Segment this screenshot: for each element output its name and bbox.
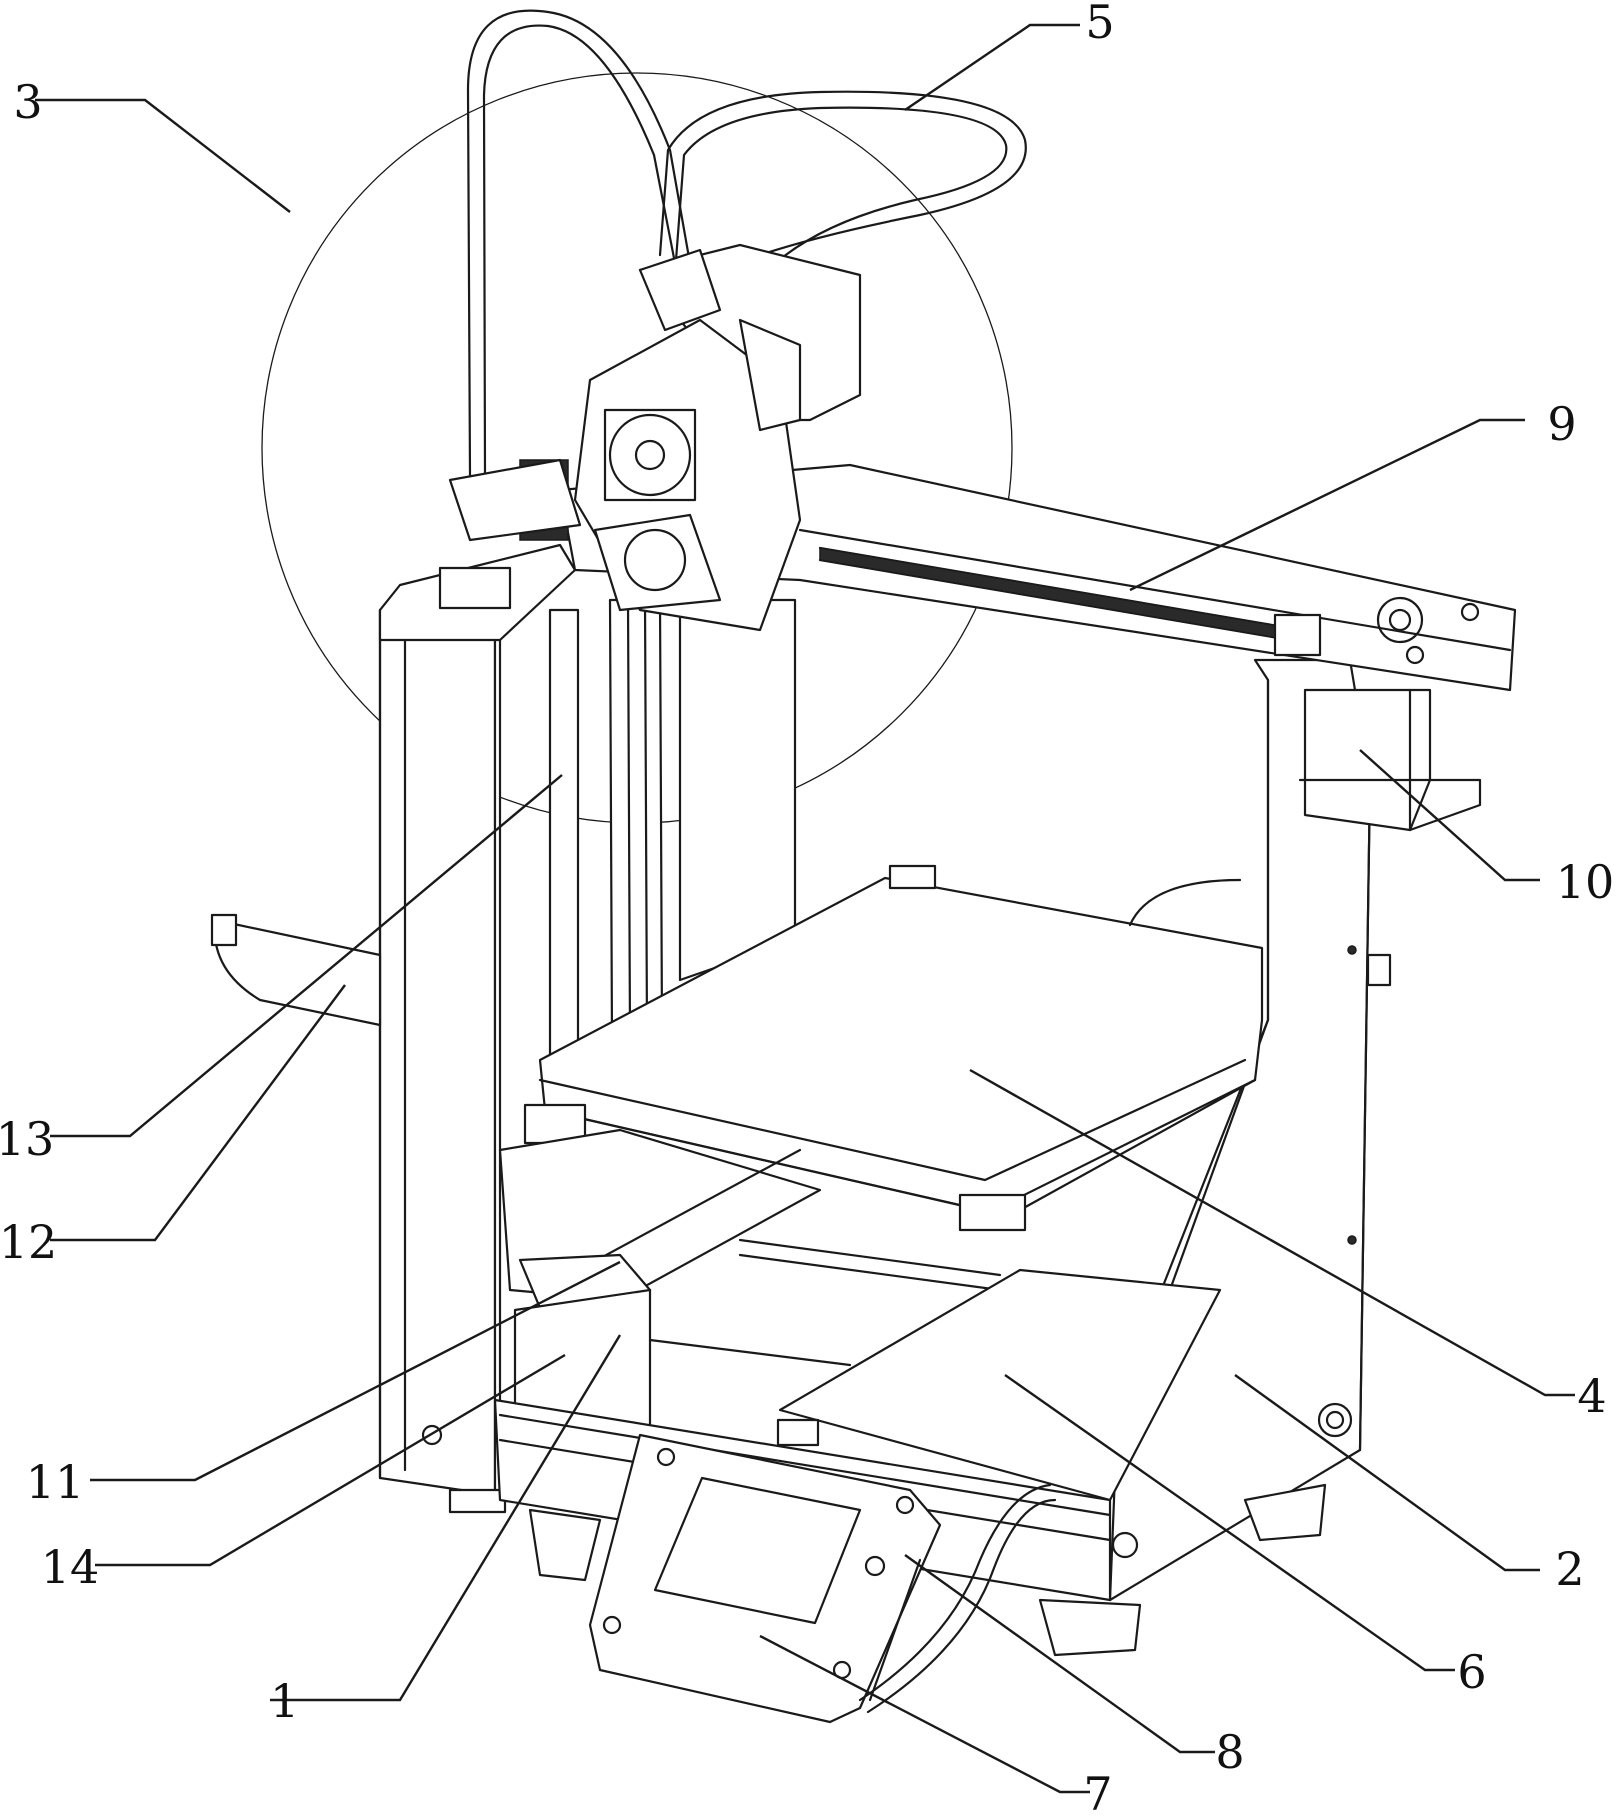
spool-holder — [212, 915, 380, 1025]
callout-1: 1 — [270, 1674, 299, 1728]
callout-5: 5 — [1085, 0, 1114, 49]
callout-14: 14 — [41, 1540, 100, 1594]
leader-12 — [50, 985, 345, 1240]
callout-12: 12 — [0, 1215, 57, 1269]
callout-9: 9 — [1547, 397, 1576, 451]
callout-11: 11 — [26, 1455, 85, 1509]
callout-8: 8 — [1215, 1725, 1244, 1779]
callout-7: 7 — [1083, 1767, 1112, 1816]
callout-10: 10 — [1556, 855, 1615, 909]
callout-3: 3 — [13, 75, 42, 129]
leader-3 — [35, 100, 290, 212]
callout-6: 6 — [1457, 1645, 1486, 1699]
callout-13: 13 — [0, 1112, 54, 1166]
x-motor — [1300, 690, 1480, 830]
leader-5 — [905, 25, 1080, 110]
callout-4: 4 — [1577, 1369, 1606, 1423]
callout-2: 2 — [1555, 1542, 1584, 1596]
